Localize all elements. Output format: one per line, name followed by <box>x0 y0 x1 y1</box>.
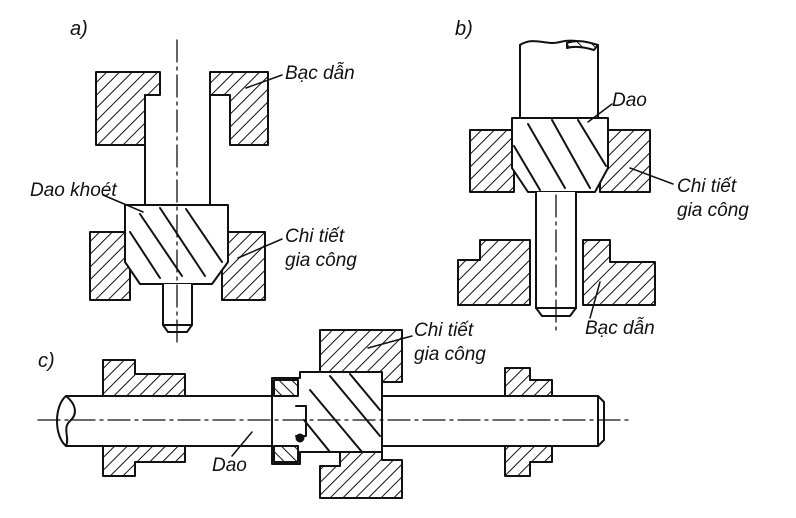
figure-c-leader-workpiece <box>367 335 413 349</box>
figure-b-tool-shank <box>519 39 599 119</box>
figure-a-tool-shank <box>144 94 211 206</box>
figure-c-left-bushing <box>102 359 186 477</box>
figure-b-leader-bushing <box>589 281 601 319</box>
figure-a-workpiece <box>89 231 266 301</box>
figure-a-tool-label: Dao khoét <box>30 180 117 201</box>
figure-a-workpiece-label-line2: gia công <box>285 250 357 271</box>
figure-b-workpiece-label-line1: Chi tiết <box>677 176 737 197</box>
figure-b-tool-label: Dao <box>612 90 647 111</box>
figure-b-leader-tool <box>587 103 613 123</box>
figure-c-tool-label: Dao <box>212 455 247 476</box>
figure-a <box>89 39 283 346</box>
figure-c-cutter <box>271 371 383 465</box>
figure-b-cutter <box>511 117 609 193</box>
figure-b-guide-bushing <box>457 239 656 306</box>
figure-b-guide-bushing-label: Bạc dẫn <box>585 318 655 339</box>
figure-b-leader-workpiece <box>629 167 674 185</box>
figure-c-workpiece-label-line1: Chi tiết <box>414 320 474 341</box>
figure-b <box>457 39 674 336</box>
figure-a-guide-bushing <box>95 71 269 146</box>
figure-a-counterbore-tool <box>124 204 229 285</box>
figure-a-guide-bushing-label: Bạc dẫn <box>285 63 355 84</box>
figure-c-tag: c) <box>38 350 55 372</box>
figure-a-leader-bushing <box>245 74 283 89</box>
figure-a-tag: a) <box>70 18 88 40</box>
figure-a-leader-tool <box>102 194 144 213</box>
figure-b-workpiece-label-line2: gia công <box>677 200 749 221</box>
figure-b-tag: b) <box>455 18 473 40</box>
figure-c-workpiece-label-line2: gia công <box>414 344 486 365</box>
figure-c-leader-tool <box>231 431 253 457</box>
figure-a-leader-workpiece <box>237 238 283 259</box>
figure-a-workpiece-label-line1: Chi tiết <box>285 226 345 247</box>
figure-c-right-bushing <box>504 367 553 477</box>
figure-c <box>37 329 629 499</box>
